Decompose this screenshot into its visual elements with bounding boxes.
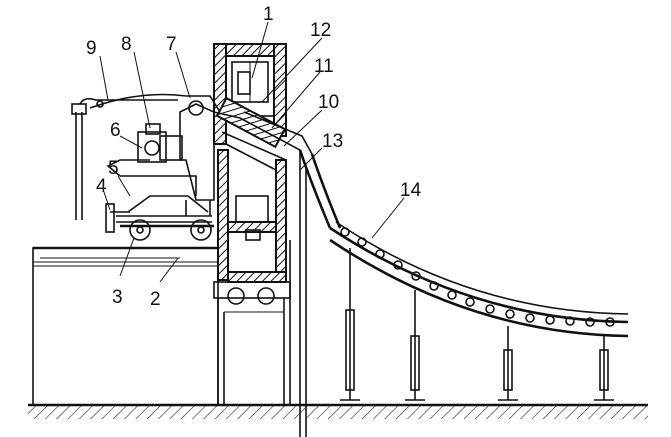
ramp-conveyor xyxy=(329,221,629,401)
carriage xyxy=(105,95,241,241)
callout-6: 6 xyxy=(110,120,121,141)
chute xyxy=(215,96,342,437)
callout-2: 2 xyxy=(150,289,161,310)
callout-1: 1 xyxy=(263,4,274,25)
callout-12: 12 xyxy=(310,20,331,41)
callout-8: 8 xyxy=(121,34,132,55)
callout-7: 7 xyxy=(166,34,177,55)
platform xyxy=(32,246,219,406)
callout-13: 13 xyxy=(322,131,343,152)
ground xyxy=(28,403,648,419)
callout-5: 5 xyxy=(108,158,119,179)
callout-4: 4 xyxy=(96,176,107,197)
support-posts xyxy=(340,248,614,401)
callout-9: 9 xyxy=(86,38,97,59)
leader-lines xyxy=(99,21,405,283)
pipe-frame xyxy=(71,93,187,220)
callout-11: 11 xyxy=(314,56,334,77)
callouts: 1 2 3 4 5 6 7 8 9 10 11 12 13 14 xyxy=(86,4,422,310)
rollers xyxy=(340,227,615,327)
callout-3: 3 xyxy=(112,287,123,308)
callout-10: 10 xyxy=(318,92,339,113)
callout-14: 14 xyxy=(400,180,422,201)
